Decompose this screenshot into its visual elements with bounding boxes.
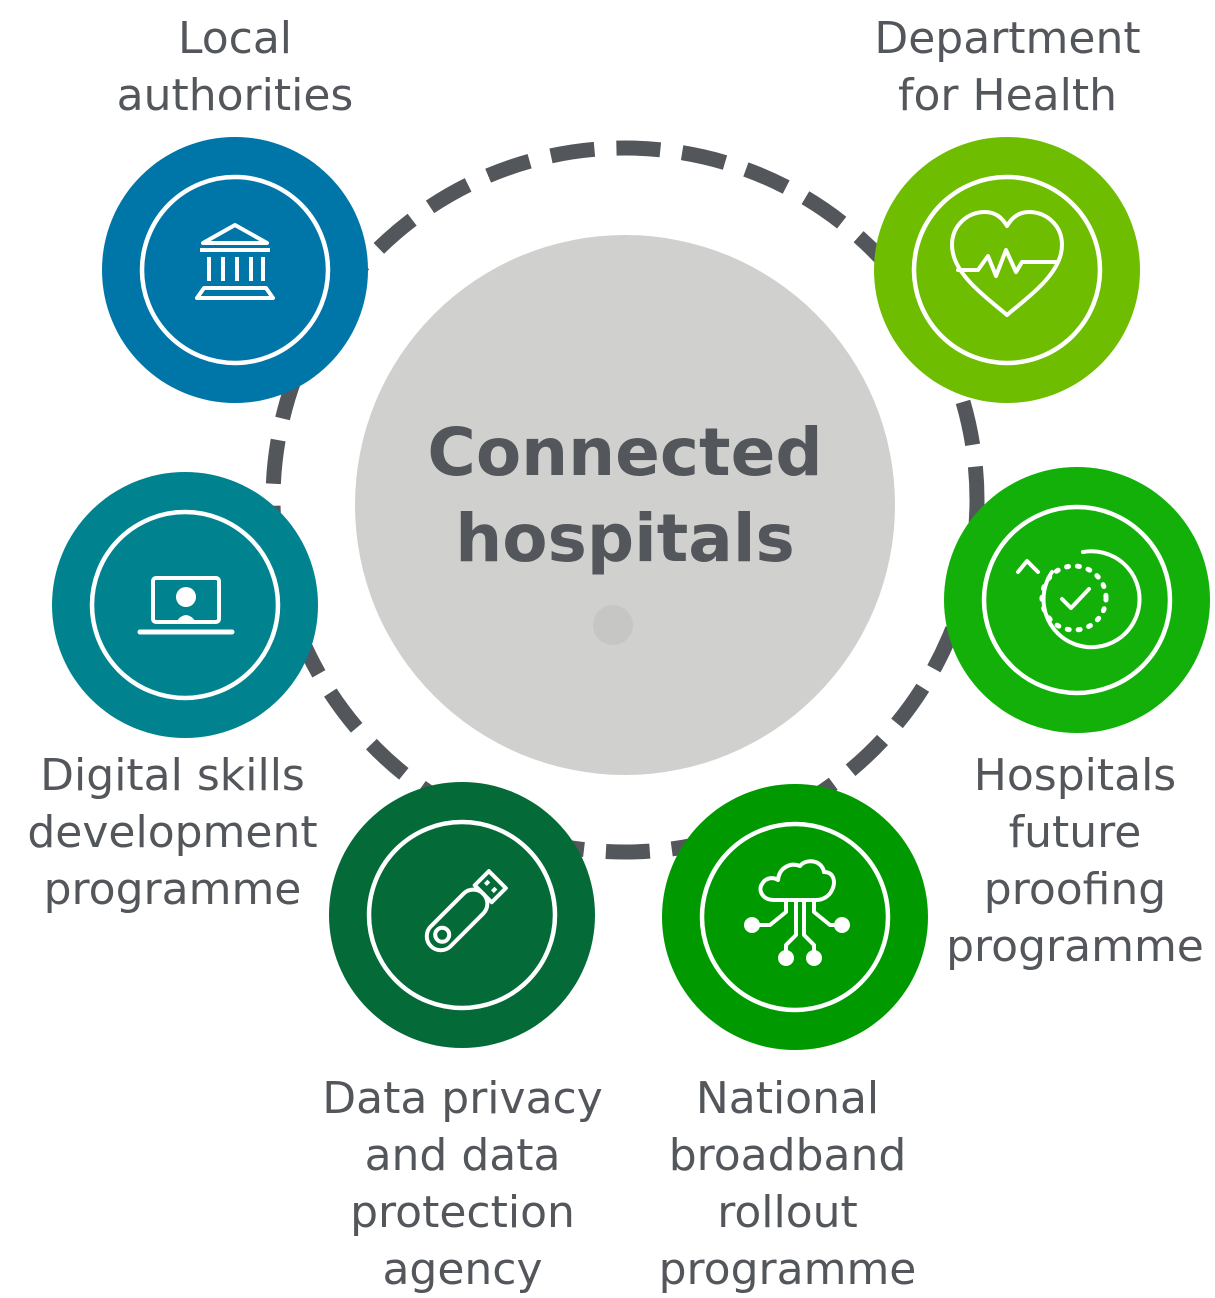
- node-broadband: [662, 784, 928, 1050]
- center-dot: [593, 605, 633, 645]
- stopwatch-check-icon: [1016, 549, 1142, 650]
- label-digital-skills: Digital skills development programme: [27, 750, 318, 915]
- label-data-privacy: Data privacy and data protection agency: [322, 1073, 603, 1295]
- node-local-authorities: [102, 137, 368, 403]
- cloud-network-icon: [744, 859, 850, 966]
- center-title: Connected hospitals: [427, 414, 823, 577]
- label-broadband: National broadband rollout programme: [658, 1073, 917, 1295]
- node-digital-skills: [52, 472, 318, 738]
- center-circle: [355, 235, 895, 775]
- label-department-for-health: Department for Health: [874, 13, 1141, 121]
- usb-drive-icon: [424, 869, 508, 953]
- node-future-proofing: [944, 467, 1210, 733]
- label-future-proofing: Hospitals future proofing programme: [946, 750, 1204, 972]
- node-data-privacy: [329, 782, 595, 1048]
- laptop-icon: [137, 576, 235, 635]
- dashed-connection-ring: [265, 140, 985, 860]
- heart-pulse-icon: [950, 210, 1064, 317]
- label-local-authorities: Local authorities: [116, 13, 354, 121]
- government-building-icon: [195, 223, 275, 300]
- node-department-for-health: [874, 137, 1140, 403]
